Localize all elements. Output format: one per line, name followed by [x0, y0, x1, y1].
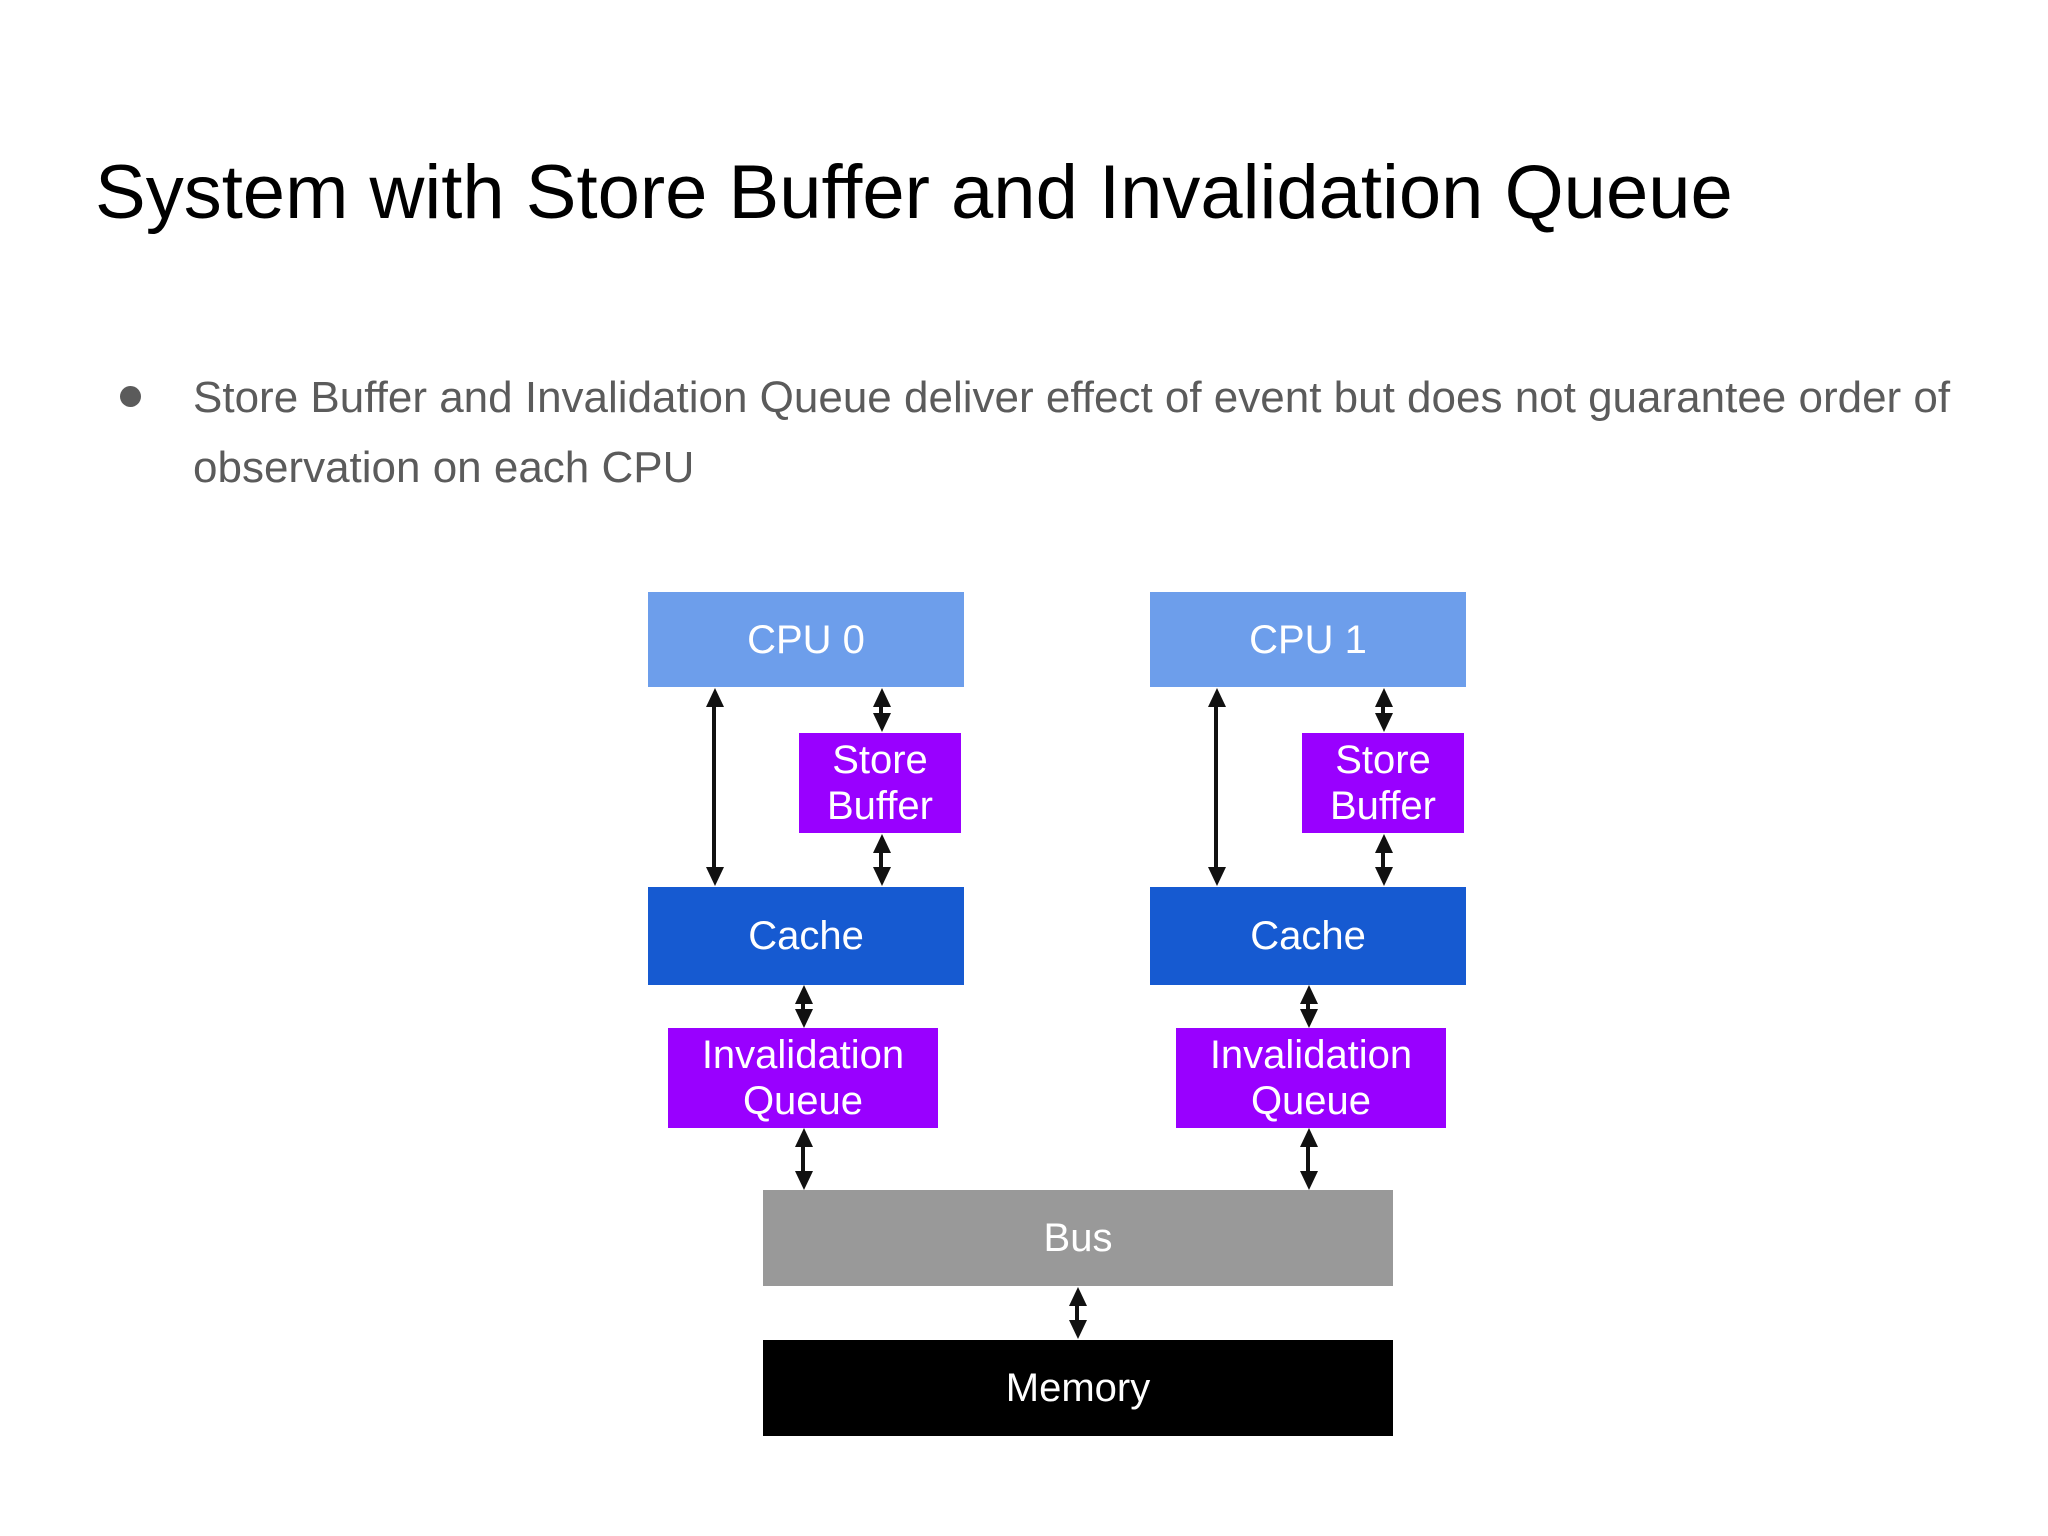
store-buffer-0-box: Store Buffer [799, 733, 961, 833]
store-buffer-0-label: Store Buffer [827, 738, 933, 828]
cpu1-box: CPU 1 [1150, 592, 1466, 687]
memory-box: Memory [763, 1340, 1393, 1436]
cpu0-box: CPU 0 [648, 592, 964, 687]
arrow-cpu1-storebuffer1 [1375, 688, 1393, 732]
store-buffer-1-label: Store Buffer [1330, 738, 1436, 828]
store-buffer-1-box: Store Buffer [1302, 733, 1464, 833]
cache-0-label: Cache [748, 914, 864, 958]
memory-label: Memory [1005, 1366, 1151, 1410]
arrow-cpu1-cache1 [1208, 688, 1226, 886]
arrow-cache1-invqueue1 [1300, 985, 1318, 1028]
arrow-storebuffer1-cache1 [1375, 834, 1393, 886]
cpu0-label: CPU 0 [747, 617, 865, 662]
cache-1-box: Cache [1150, 887, 1466, 985]
arrow-invqueue1-bus [1300, 1128, 1318, 1190]
arrow-cpu0-storebuffer0 [873, 688, 891, 732]
bullet-text: Store Buffer and Invalidation Queue deli… [193, 373, 1951, 492]
arrow-cache0-invqueue0 [795, 985, 813, 1028]
invalidation-queue-0-box: Invalidation Queue [668, 1028, 938, 1128]
page-title: System with Store Buffer and Invalidatio… [95, 150, 1733, 235]
arrow-bus-memory [1069, 1287, 1087, 1339]
arrow-invqueue0-bus [795, 1128, 813, 1190]
bus-label: Bus [1043, 1216, 1113, 1260]
arrow-cpu0-cache0 [706, 688, 724, 886]
cpu1-label: CPU 1 [1249, 617, 1367, 662]
cache-1-label: Cache [1250, 914, 1366, 958]
invalidation-queue-0-label: Invalidation Queue [701, 1033, 905, 1123]
invalidation-queue-1-label: Invalidation Queue [1209, 1033, 1413, 1123]
arrow-storebuffer0-cache0 [873, 834, 891, 886]
bus-box: Bus [763, 1190, 1393, 1286]
invalidation-queue-1-box: Invalidation Queue [1176, 1028, 1446, 1128]
cache-0-box: Cache [648, 887, 964, 985]
bullet-icon [120, 386, 141, 407]
